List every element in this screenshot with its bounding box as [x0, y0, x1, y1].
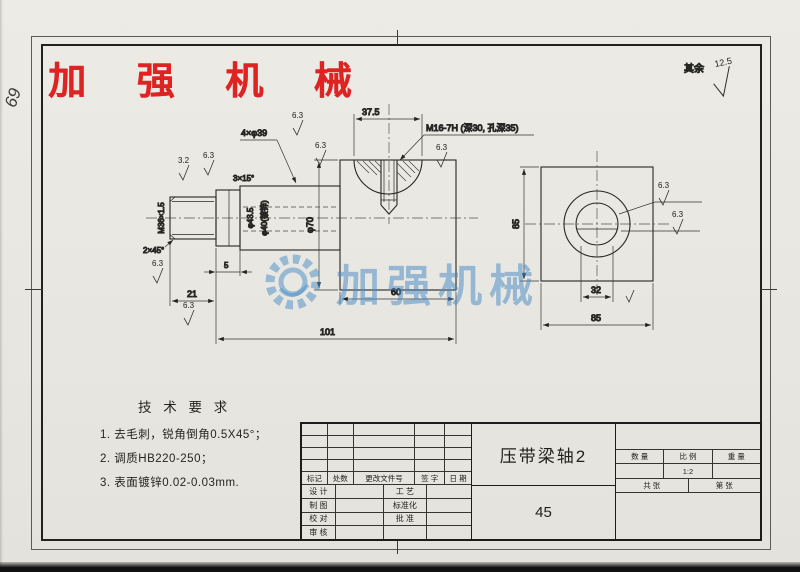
scan-edge-left: [0, 0, 3, 572]
revision-empty-row: [302, 436, 471, 448]
svg-text:6.3: 6.3: [183, 301, 195, 310]
info-values-row: 1:2: [616, 464, 760, 479]
dim-85-bottom: 85: [591, 313, 601, 323]
scale-header-cell: 比 例: [664, 450, 713, 463]
dim-dia70: φ70: [305, 217, 315, 233]
sheet-total-cell: 共 张: [616, 479, 689, 492]
role-row: 审 核: [302, 526, 471, 539]
title-block: 标记 处数 更改文件号 签 字 日 期 设 计 工 艺 制 图 标准化 校 对 …: [300, 422, 762, 541]
centering-mark-top: [397, 30, 398, 45]
title-block-revision-area: 标记 处数 更改文件号 签 字 日 期 设 计 工 艺 制 图 标准化 校 对 …: [302, 424, 472, 539]
thread-callout: M16-7H (深30, 孔深35): [426, 123, 519, 133]
hatching: [356, 160, 420, 182]
notch-arc: [353, 159, 423, 195]
tech-req-item: 3. 表面镀锌0.02-0.03mm.: [100, 477, 240, 489]
svg-text:6.3: 6.3: [203, 151, 215, 160]
qty-header-cell: 数 量: [616, 450, 665, 463]
tech-req-title: 技 术 要 求: [138, 400, 232, 415]
svg-text:6.3: 6.3: [658, 181, 670, 190]
info-empty-cell: [616, 424, 760, 450]
revision-empty-row: [302, 424, 471, 436]
general-roughness-note: 其余 12.5: [683, 56, 733, 98]
scan-edge-bottom: [0, 562, 800, 572]
revision-empty-row: [302, 448, 471, 460]
chamfer-2x45-label: 2×45°: [143, 246, 164, 255]
svg-text:6.3: 6.3: [292, 111, 304, 120]
centering-mark-left: [25, 289, 42, 290]
title-block-name-area: 压带梁轴2 45: [472, 424, 616, 539]
title-block-info-area: 数 量 比 例 重 量 1:2 共 张 第 张: [616, 424, 760, 539]
role-row: 制 图 标准化: [302, 498, 471, 513]
role-row: 校 对 批 准: [302, 512, 471, 527]
svg-text:6.3: 6.3: [315, 141, 327, 150]
role-label: 校 对: [302, 512, 336, 526]
svg-text:3.2: 3.2: [178, 156, 190, 165]
dim-dia43-5: φ43.5: [246, 207, 255, 228]
dim-5: 5: [224, 261, 229, 270]
dim-101: 101: [320, 327, 335, 337]
centering-mark-bottom: [397, 540, 398, 554]
rev-header-cell: 更改文件号: [354, 472, 416, 484]
general-roughness-prefix: 其余: [684, 62, 704, 75]
front-view: 37.5 M16-7H (深30, 孔深35) 4×φ39 3×15° 2×45…: [142, 104, 534, 344]
dim-85-left: 85: [511, 219, 521, 229]
tech-req-item: 2. 调质HB220-250；: [100, 453, 213, 465]
scale-value-cell: 1:2: [664, 464, 713, 478]
role-label: 工 艺: [384, 485, 428, 498]
centering-mark-right: [761, 289, 777, 290]
info-header-row: 数 量 比 例 重 量: [616, 450, 760, 464]
svg-text:6.3: 6.3: [436, 143, 448, 152]
revision-header-row: 标记 处数 更改文件号 签 字 日 期: [302, 472, 471, 485]
weight-header-cell: 重 量: [727, 452, 745, 461]
part-name: 压带梁轴2: [472, 424, 615, 486]
role-label: [384, 526, 428, 539]
hole-callout: 4×φ39: [241, 128, 267, 138]
role-label: 制 图: [302, 498, 336, 512]
side-view: 85 32 85 6.3 6.3: [510, 151, 702, 330]
role-row: 设 计 工 艺: [302, 485, 471, 499]
front-dimensions: [164, 114, 534, 344]
role-label: 设 计: [302, 485, 336, 498]
roughness-marks-front: 6.3 6.3 3.2 6.3 6.3 6.3 6.3: [152, 111, 448, 326]
sheet-row: 共 张 第 张: [616, 479, 760, 493]
material: 45: [535, 504, 552, 521]
rev-header-cell: 处数: [328, 472, 354, 484]
dim-32: 32: [591, 285, 601, 295]
dim-dia40: φ40(镀锌): [259, 200, 269, 236]
dim-37-5: 37.5: [362, 107, 380, 117]
machining-mark: [625, 289, 635, 303]
rev-header-cell: 日 期: [449, 473, 467, 483]
thread-size-label: M36×1.5: [157, 202, 166, 234]
rev-header-cell: 签 字: [415, 472, 446, 484]
qty-value-cell: [616, 464, 665, 478]
chamfer-3x15-label: 3×15°: [233, 174, 254, 183]
role-label: 审 核: [302, 526, 336, 539]
frame-outer: [31, 36, 771, 550]
tapped-hole-section: [356, 160, 420, 215]
rev-header-cell: 标记: [302, 472, 328, 484]
revision-empty-row: [302, 460, 471, 472]
general-roughness-value: 12.5: [714, 56, 733, 69]
roughness-marks-side: 6.3 6.3: [625, 181, 684, 303]
svg-text:6.3: 6.3: [152, 259, 164, 268]
technical-requirements: 技 术 要 求 1. 去毛刺，锐角倒角0.5X45°； 2. 调质HB220-2…: [100, 396, 340, 498]
sheet-number-cell: 第 张: [715, 481, 733, 490]
svg-text:6.3: 6.3: [672, 210, 684, 219]
brand-header: 加 强 机 械: [48, 61, 372, 103]
side-dimensions: [520, 166, 702, 330]
role-label: 标准化: [384, 498, 428, 512]
info-bottom-cell: [616, 493, 760, 539]
weight-value-cell: [713, 464, 760, 478]
role-label: 批 准: [384, 512, 428, 526]
dim-60: 60: [391, 287, 401, 297]
tech-req-item: 1. 去毛刺，锐角倒角0.5X45°；: [100, 429, 267, 441]
dim-21: 21: [187, 289, 197, 299]
